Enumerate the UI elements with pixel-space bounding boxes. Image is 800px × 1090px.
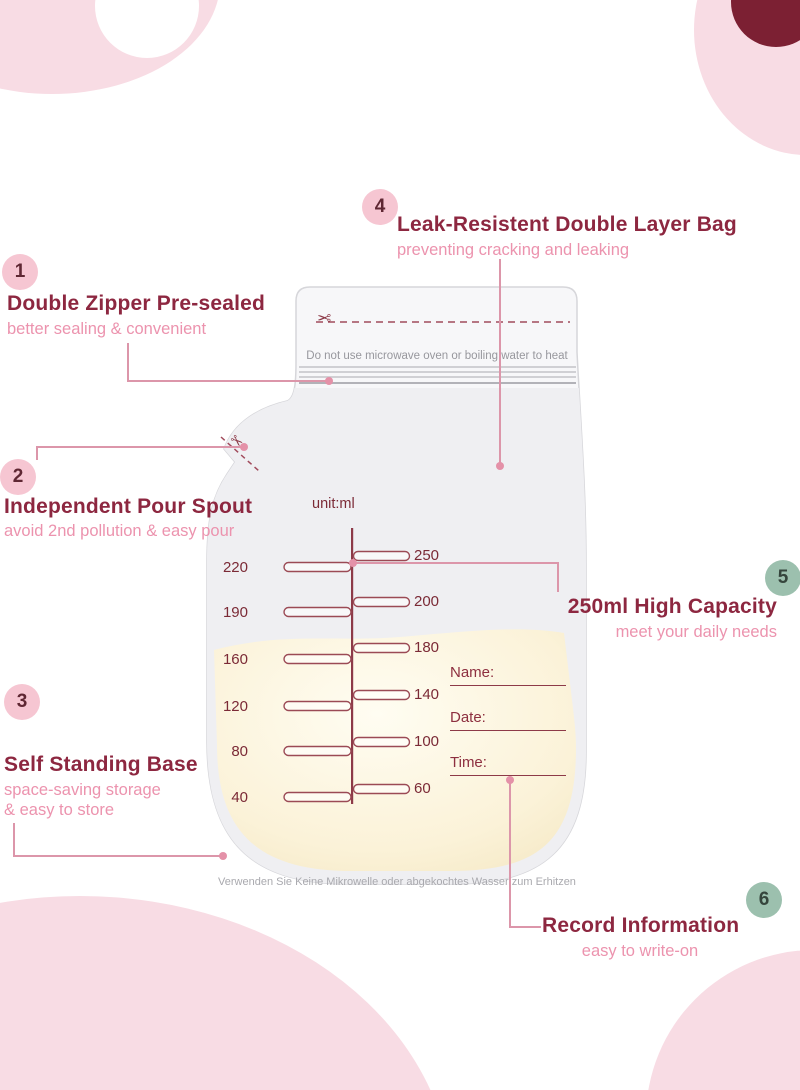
scale-value: 190: [222, 604, 248, 621]
background-blob-bottomright: [648, 950, 800, 1090]
callout-5-subtitle: meet your daily needs: [615, 623, 777, 641]
corner-circle-maroon: [731, 0, 800, 47]
callout-1-title: Double Zipper Pre-sealed: [7, 292, 266, 315]
callout-3-number: 3: [16, 691, 28, 712]
callout-2-badge: 2: [0, 459, 36, 495]
callout-4-title: Leak-Resistent Double Layer Bag: [397, 213, 737, 236]
scissors-icon: ✂: [317, 309, 332, 328]
callout-4-connector: [499, 259, 501, 465]
callout-5-title: 250ml High Capacity: [567, 595, 777, 618]
callout-3-dot: [219, 852, 227, 860]
scale-value: 140: [414, 686, 440, 703]
scale-value: 100: [414, 733, 440, 750]
callout-5-dot: [349, 559, 357, 567]
callout-3-badge: 3: [4, 684, 40, 720]
callout-1-connector: [127, 380, 330, 382]
scale-value: 40: [231, 789, 248, 806]
date-field-label: Date:: [450, 709, 486, 726]
scale-value: 80: [231, 743, 248, 760]
time-field-label: Time:: [450, 754, 487, 771]
callout-2-dot: [240, 443, 248, 451]
scale-value: 220: [222, 559, 248, 576]
callout-1-connector: [127, 343, 129, 381]
callout-5-badge: 5: [765, 560, 800, 596]
callout-4-dot: [496, 462, 504, 470]
scale-value: 180: [414, 639, 440, 656]
callout-6-dot: [506, 776, 514, 784]
callout-3-title: Self Standing Base: [4, 753, 198, 776]
scale-value: 60: [414, 780, 431, 797]
milk-fill: [214, 629, 576, 871]
time-field: Time:: [450, 754, 566, 776]
callout-6-number: 6: [758, 889, 770, 910]
callout-4-number: 4: [374, 196, 386, 217]
callout-5-connector: [354, 562, 558, 564]
callout-2-number: 2: [12, 466, 24, 487]
callout-6-badge: 6: [746, 882, 782, 918]
callout-1-badge: 1: [2, 254, 38, 290]
callout-6-connector: [509, 781, 511, 928]
callout-2-title: Independent Pour Spout: [4, 495, 253, 518]
date-field: Date:: [450, 709, 566, 731]
callout-6-connector: [509, 926, 541, 928]
scale-axis: [351, 528, 354, 804]
name-field-label: Name:: [450, 664, 495, 681]
callout-2-connector: [36, 446, 38, 460]
callout-6-subtitle: easy to write-on: [581, 942, 699, 960]
callout-3-subtitle-line2: & easy to store: [4, 801, 115, 819]
background-circle-topleft: [95, 0, 199, 58]
scale-value: 160: [222, 651, 248, 668]
callout-1-subtitle: better sealing & convenient: [7, 320, 207, 338]
callout-4-subtitle: preventing cracking and leaking: [397, 241, 630, 259]
german-warning: Verwenden Sie Keine Mikrowelle oder abge…: [218, 876, 576, 888]
callout-2-subtitle: avoid 2nd pollution & easy pour: [4, 522, 235, 540]
callout-5-number: 5: [777, 567, 789, 588]
callout-3-connector: [13, 823, 15, 856]
unit-label: unit:ml: [312, 496, 355, 512]
background-blob-bottomleft: [0, 896, 431, 1090]
scale-value: 200: [414, 593, 440, 610]
callout-6-title: Record Information: [542, 914, 740, 937]
callout-3-connector: [13, 855, 221, 857]
scale-value: 120: [222, 698, 248, 715]
callout-1-number: 1: [14, 261, 26, 282]
scale-value: 250: [414, 547, 440, 564]
callout-1-dot: [325, 377, 333, 385]
zipper-lines: [299, 366, 576, 384]
scale-ticks: [283, 550, 411, 803]
callout-3-subtitle: space-saving storage: [4, 781, 161, 799]
callout-5-connector: [557, 562, 559, 592]
microwave-warning: Do not use microwave oven or boiling wat…: [306, 350, 568, 362]
name-field: Name:: [450, 664, 566, 686]
callout-4-badge: 4: [362, 189, 398, 225]
callout-2-connector: [36, 446, 242, 448]
